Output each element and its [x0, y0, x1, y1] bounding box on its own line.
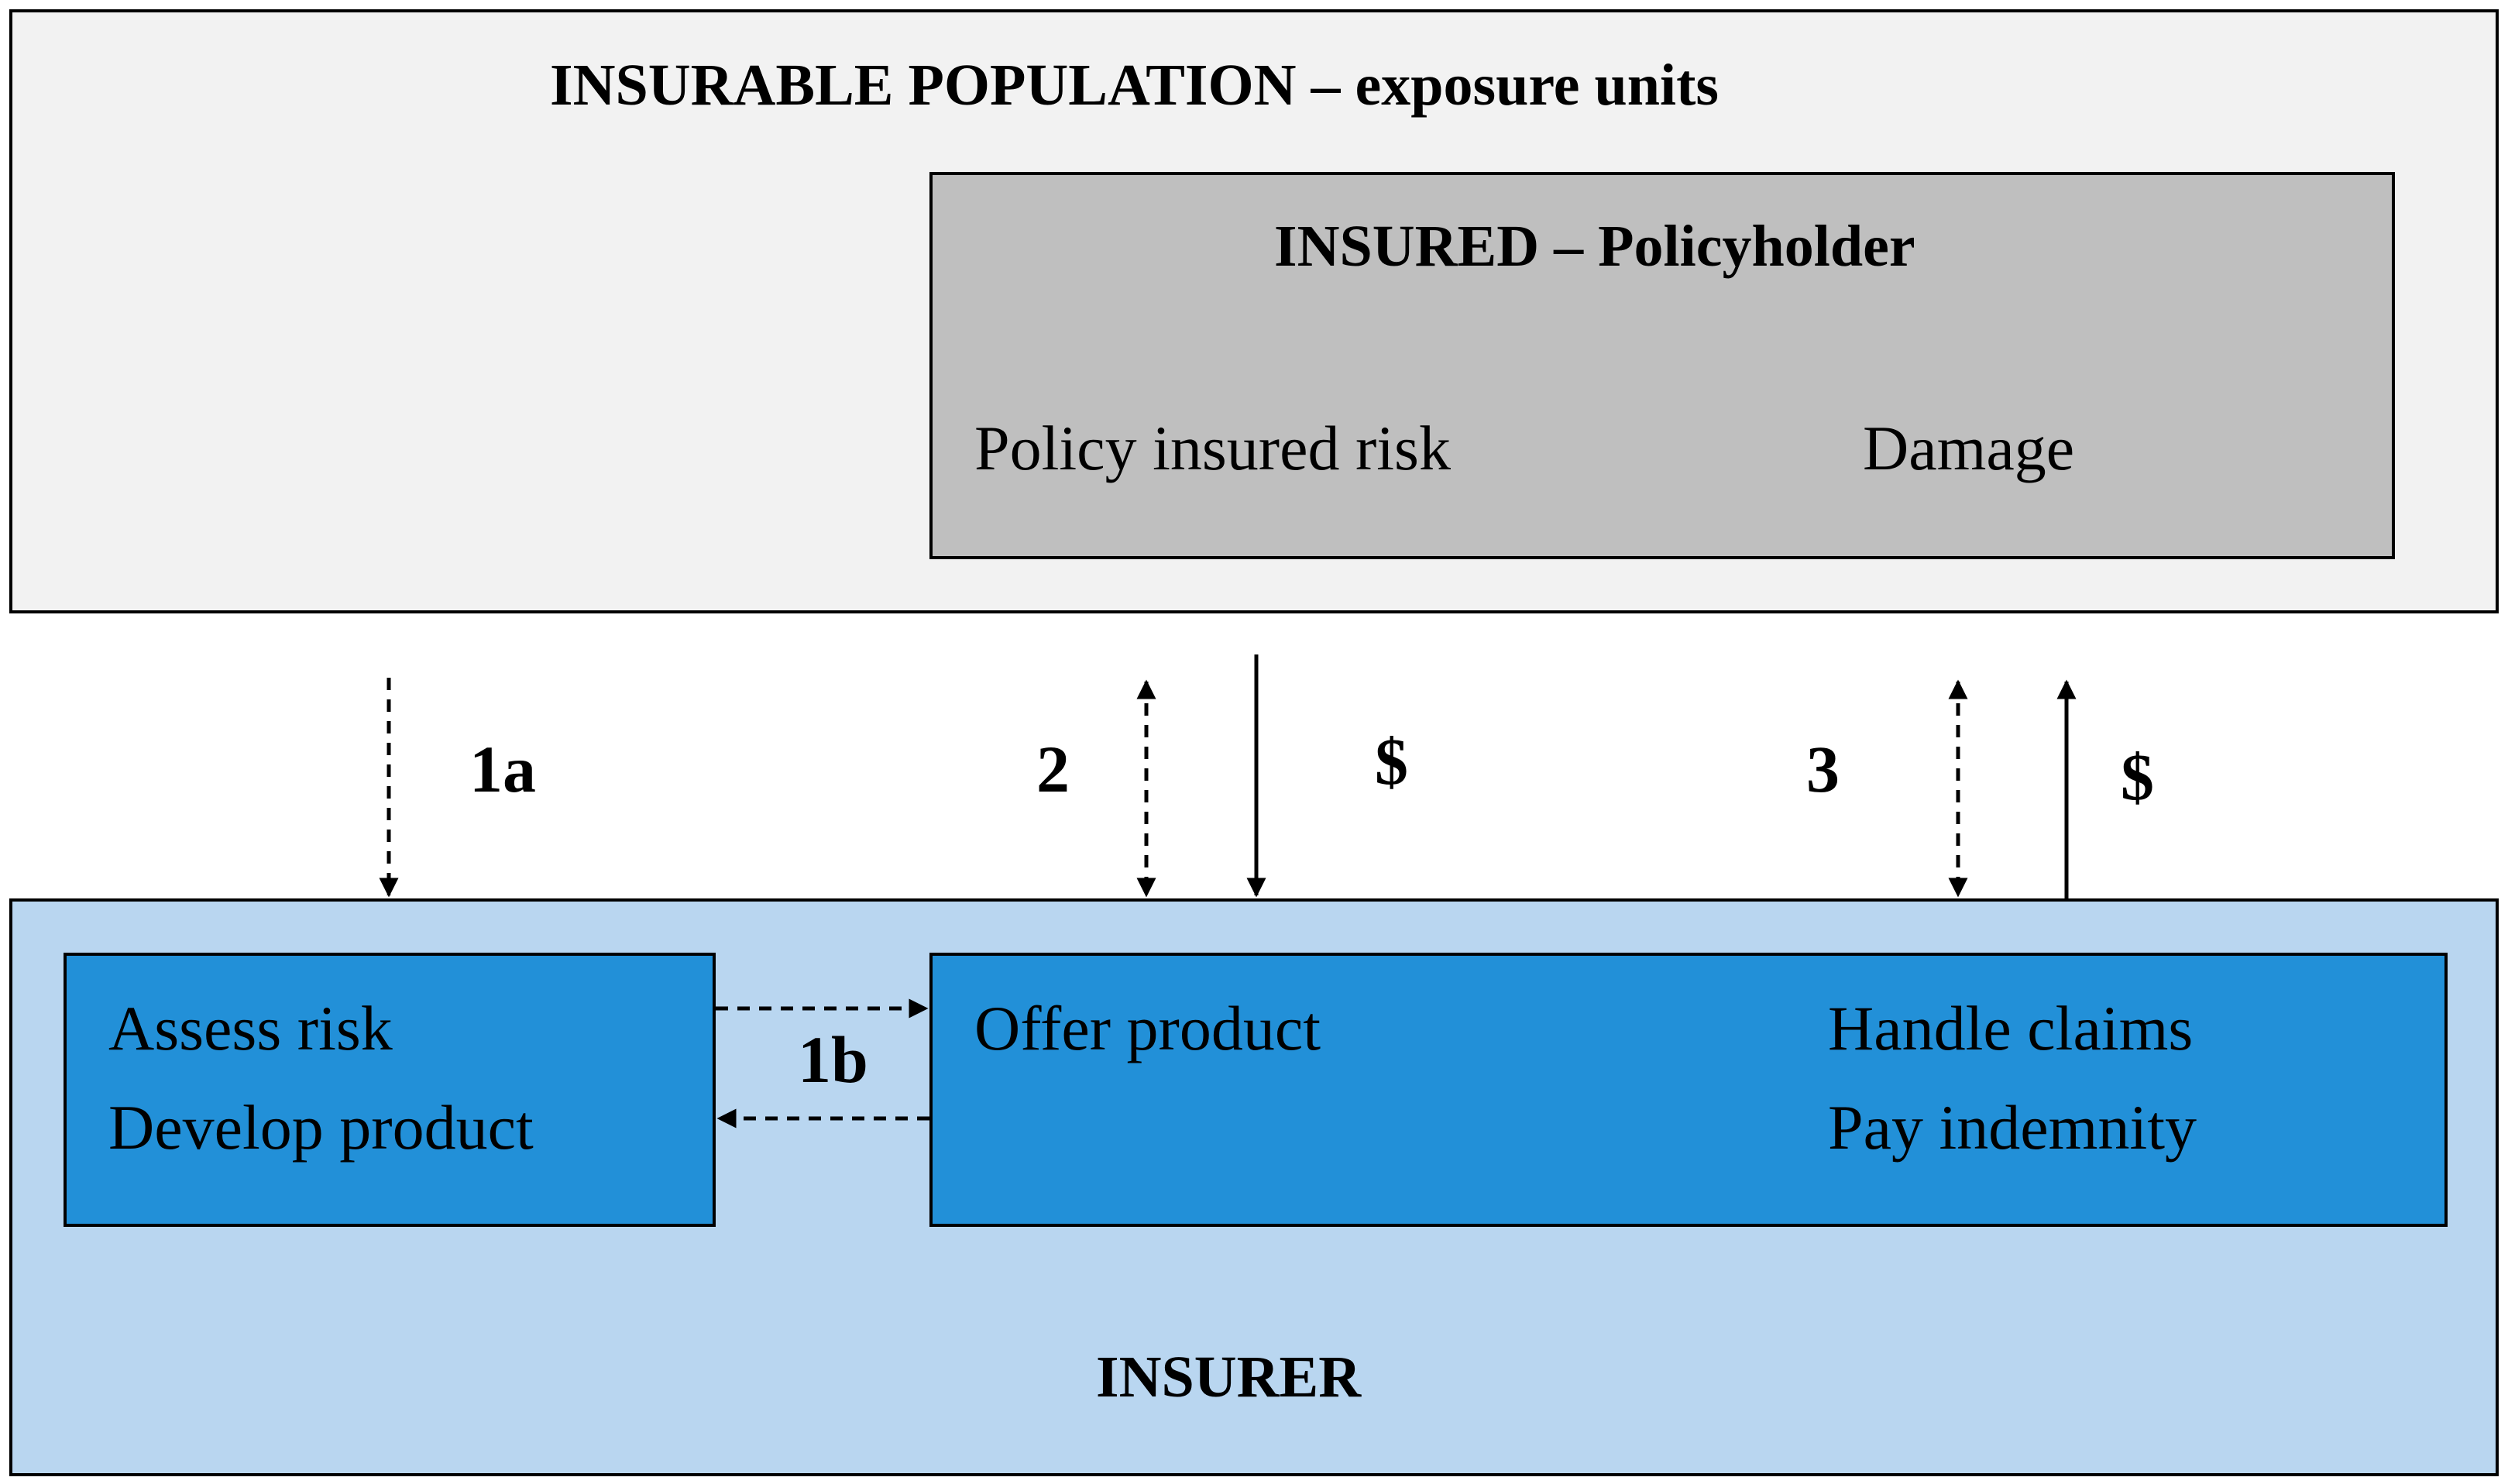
offer-handle-box [929, 953, 2448, 1227]
insured-title: INSURED – Policyholder [1274, 214, 1915, 279]
step-1a-label: 1a [469, 732, 536, 806]
money-out-label: $ [2121, 740, 2154, 814]
step-2-label: 2 [1036, 732, 1070, 806]
handle-claims-label: Handle claims [1828, 993, 2194, 1063]
damage-label: Damage [1863, 413, 2075, 483]
step-1b-label: 1b [798, 1022, 868, 1097]
population-title: INSURABLE POPULATION – exposure units [550, 53, 1719, 118]
pay-indemnity-label: Pay indemnity [1828, 1092, 2197, 1163]
offer-product-label: Offer product [974, 993, 1321, 1063]
insurer-title: INSURER [1096, 1345, 1362, 1410]
insured-box [929, 172, 2395, 559]
money-in-label: $ [1375, 724, 1408, 799]
develop-product-label: Develop product [108, 1092, 534, 1163]
policy-insured-risk-label: Policy insured risk [974, 413, 1451, 483]
assess-risk-box [64, 953, 716, 1227]
step-3-label: 3 [1806, 732, 1840, 806]
assess-risk-label: Assess risk [108, 993, 393, 1063]
